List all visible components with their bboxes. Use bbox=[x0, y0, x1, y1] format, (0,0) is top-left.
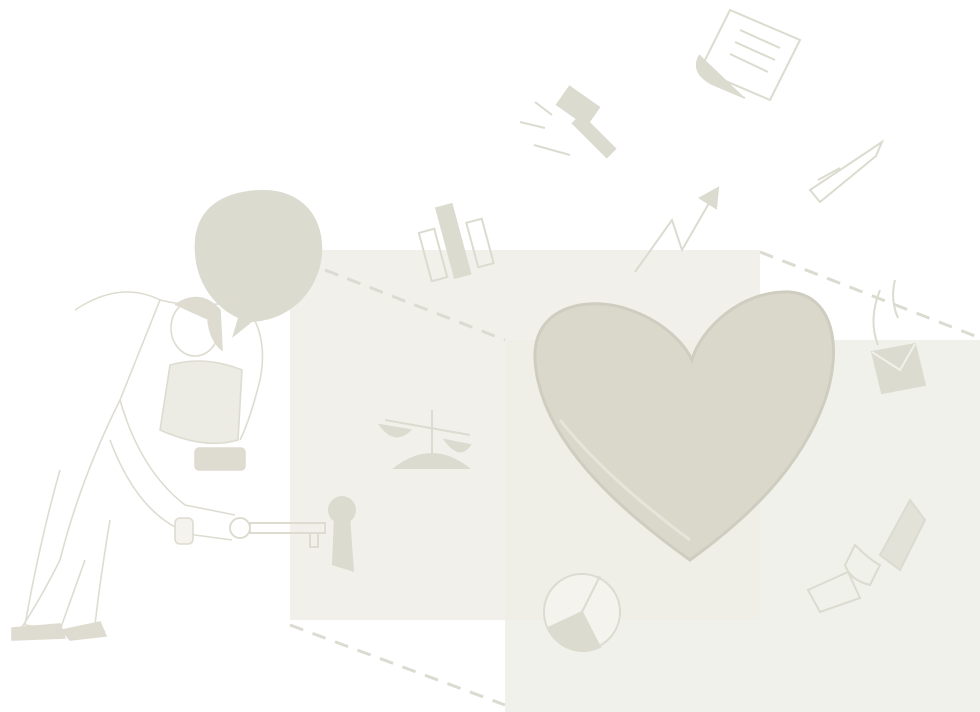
pen-body bbox=[808, 139, 885, 204]
hand-fingers bbox=[843, 543, 882, 587]
speech-bubble bbox=[194, 189, 323, 338]
scroll-roll bbox=[696, 54, 746, 99]
keyhole-bottom bbox=[332, 515, 354, 572]
person-watch bbox=[174, 517, 194, 545]
key bbox=[229, 517, 326, 548]
scroll bbox=[696, 8, 802, 102]
trend-arrow-head bbox=[698, 186, 720, 210]
pie-divider bbox=[581, 575, 601, 613]
person-with-key bbox=[11, 291, 264, 641]
hand-sleeve bbox=[878, 498, 927, 572]
scale-left-pan bbox=[377, 423, 413, 438]
envelope-flap bbox=[871, 343, 916, 372]
heart-shape bbox=[533, 290, 835, 562]
bar-2 bbox=[434, 202, 472, 280]
envelope-motion-2 bbox=[892, 279, 899, 319]
pen-clip bbox=[817, 167, 841, 181]
bar-1 bbox=[417, 227, 449, 283]
person-belt bbox=[194, 447, 246, 471]
bar-3 bbox=[465, 217, 495, 269]
person-leg-left bbox=[24, 469, 86, 631]
person-leg-right bbox=[94, 519, 111, 633]
key-bit bbox=[309, 532, 319, 548]
scroll-line-1 bbox=[739, 29, 781, 49]
person-cape bbox=[19, 291, 162, 631]
gavel bbox=[519, 85, 617, 159]
key-bow bbox=[229, 517, 251, 539]
person-hair bbox=[174, 296, 223, 352]
heart bbox=[533, 290, 835, 562]
box-edge-top-right bbox=[759, 250, 976, 338]
person-shoe-left bbox=[11, 623, 67, 641]
certificate bbox=[806, 570, 862, 614]
scale-base bbox=[392, 453, 471, 469]
heart-highlight bbox=[558, 419, 691, 542]
scroll-paper bbox=[698, 8, 802, 102]
scroll-line-3 bbox=[729, 53, 769, 73]
box-edge-bottom bbox=[289, 623, 506, 707]
box-edge-top-left bbox=[324, 268, 506, 342]
pie-chart bbox=[543, 573, 621, 653]
person-shoe-right bbox=[60, 621, 108, 641]
person-arm-upper bbox=[119, 399, 236, 516]
scale-beam bbox=[384, 419, 471, 436]
envelope-motion-1 bbox=[872, 289, 881, 346]
pen bbox=[808, 139, 885, 204]
trend-line bbox=[634, 197, 713, 273]
gavel-spark-1 bbox=[519, 121, 546, 129]
person-shirt bbox=[159, 360, 243, 445]
gavel-spark-2 bbox=[534, 101, 553, 116]
gavel-handle bbox=[571, 113, 617, 159]
key-shaft bbox=[249, 522, 326, 534]
keyhole bbox=[328, 496, 356, 572]
speech-bubble-shape bbox=[194, 189, 323, 338]
hand-with-certificate bbox=[806, 498, 927, 614]
gavel-head bbox=[555, 85, 601, 127]
trend-arrow bbox=[634, 186, 720, 273]
gavel-base bbox=[533, 144, 571, 156]
pie-slice bbox=[546, 610, 602, 653]
scale-right-pan bbox=[442, 438, 472, 453]
bar-chart bbox=[417, 202, 495, 283]
scroll-line-2 bbox=[734, 41, 776, 61]
scale-of-justice bbox=[377, 410, 472, 469]
envelope bbox=[870, 279, 927, 395]
